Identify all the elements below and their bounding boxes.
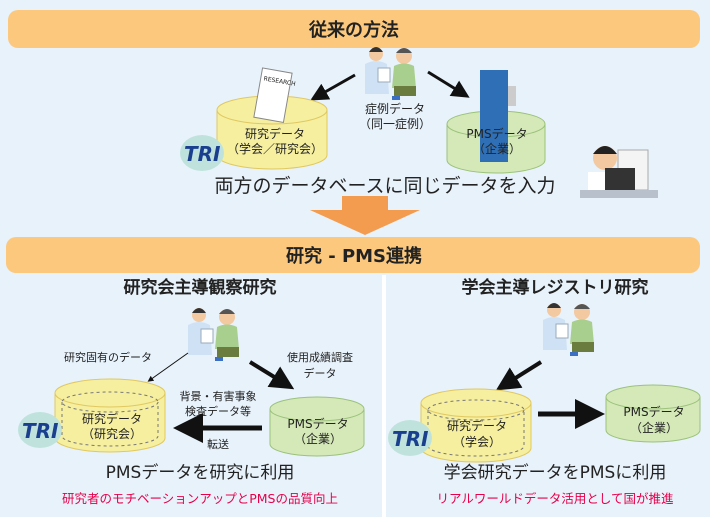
section-divider xyxy=(382,275,386,517)
specific-data-label: 研究固有のデータ xyxy=(64,350,152,364)
survey-data-sublabel: データ xyxy=(304,366,337,380)
arrow-survey-data xyxy=(248,360,295,390)
header-bar-traditional xyxy=(8,10,700,48)
header-bar-linkage xyxy=(6,237,700,273)
pms-db-label: PMSデータ xyxy=(466,126,527,141)
research-document-icon: RESEARCH xyxy=(253,67,296,123)
left-title: 研究会主導観察研究 xyxy=(124,277,277,298)
arrow-specific-data xyxy=(147,352,189,382)
tri-logo-right xyxy=(388,420,432,456)
pms-db-cylinder-left xyxy=(269,396,365,457)
research-db-label: 研究データ xyxy=(245,126,305,141)
pms-db-label-left: PMSデータ xyxy=(287,416,348,431)
research-db-label-left: 研究データ xyxy=(82,411,142,426)
header-linkage: 研究 - PMS連携 xyxy=(286,245,422,267)
case-data-label: 症例データ xyxy=(365,101,425,116)
pms-db-cylinder-right xyxy=(605,384,701,443)
pms-db-cylinder xyxy=(446,110,546,174)
traditional-caption: 両方のデータベースに同じデータを入力 xyxy=(214,175,555,197)
pms-db-sublabel-left: （企業） xyxy=(294,431,342,446)
transfer-label: 転送 xyxy=(207,437,229,451)
right-title: 学会主導レジストリ研究 xyxy=(462,277,649,298)
arrow-to-pms-db xyxy=(427,70,470,98)
right-caption: 学会研究データをPMSに利用 xyxy=(444,462,667,483)
down-arrow xyxy=(310,196,420,235)
survey-data-label: 使用成績調査 xyxy=(287,350,353,364)
arrow-to-research-db xyxy=(310,73,356,101)
tri-logo xyxy=(180,135,224,171)
research-db-cylinder xyxy=(216,95,328,170)
research-db-cylinder-right xyxy=(420,388,532,463)
case-data-sublabel: （同一症例） xyxy=(359,116,431,131)
tri-logo-left xyxy=(18,412,62,448)
left-note: 研究者のモチベーションアップとPMSの品質向上 xyxy=(62,491,338,506)
research-db-cylinder-left xyxy=(54,378,166,453)
transfer-data-label: 背景・有害事象 xyxy=(180,389,257,403)
right-note: リアルワールドデータ活用として国が推進 xyxy=(436,491,674,506)
left-caption: PMSデータを研究に利用 xyxy=(106,462,295,483)
research-db-sublabel-right: （学会） xyxy=(453,434,501,449)
busy-worker-illustration xyxy=(580,146,658,198)
research-db-label-right: 研究データ xyxy=(447,418,507,433)
header-traditional: 従来の方法 xyxy=(308,19,399,41)
pms-db-sublabel-right: （企業） xyxy=(630,420,678,435)
research-db-sublabel: （学会／研究会） xyxy=(227,141,323,156)
arrow-to-registry xyxy=(495,360,543,391)
pms-db-label-right: PMSデータ xyxy=(623,404,684,419)
research-db-sublabel-left: （研究会） xyxy=(82,426,142,441)
company-building-icon xyxy=(480,70,516,162)
transfer-data-sublabel: 検査データ等 xyxy=(185,404,251,418)
pms-db-sublabel: （企業） xyxy=(473,141,521,156)
